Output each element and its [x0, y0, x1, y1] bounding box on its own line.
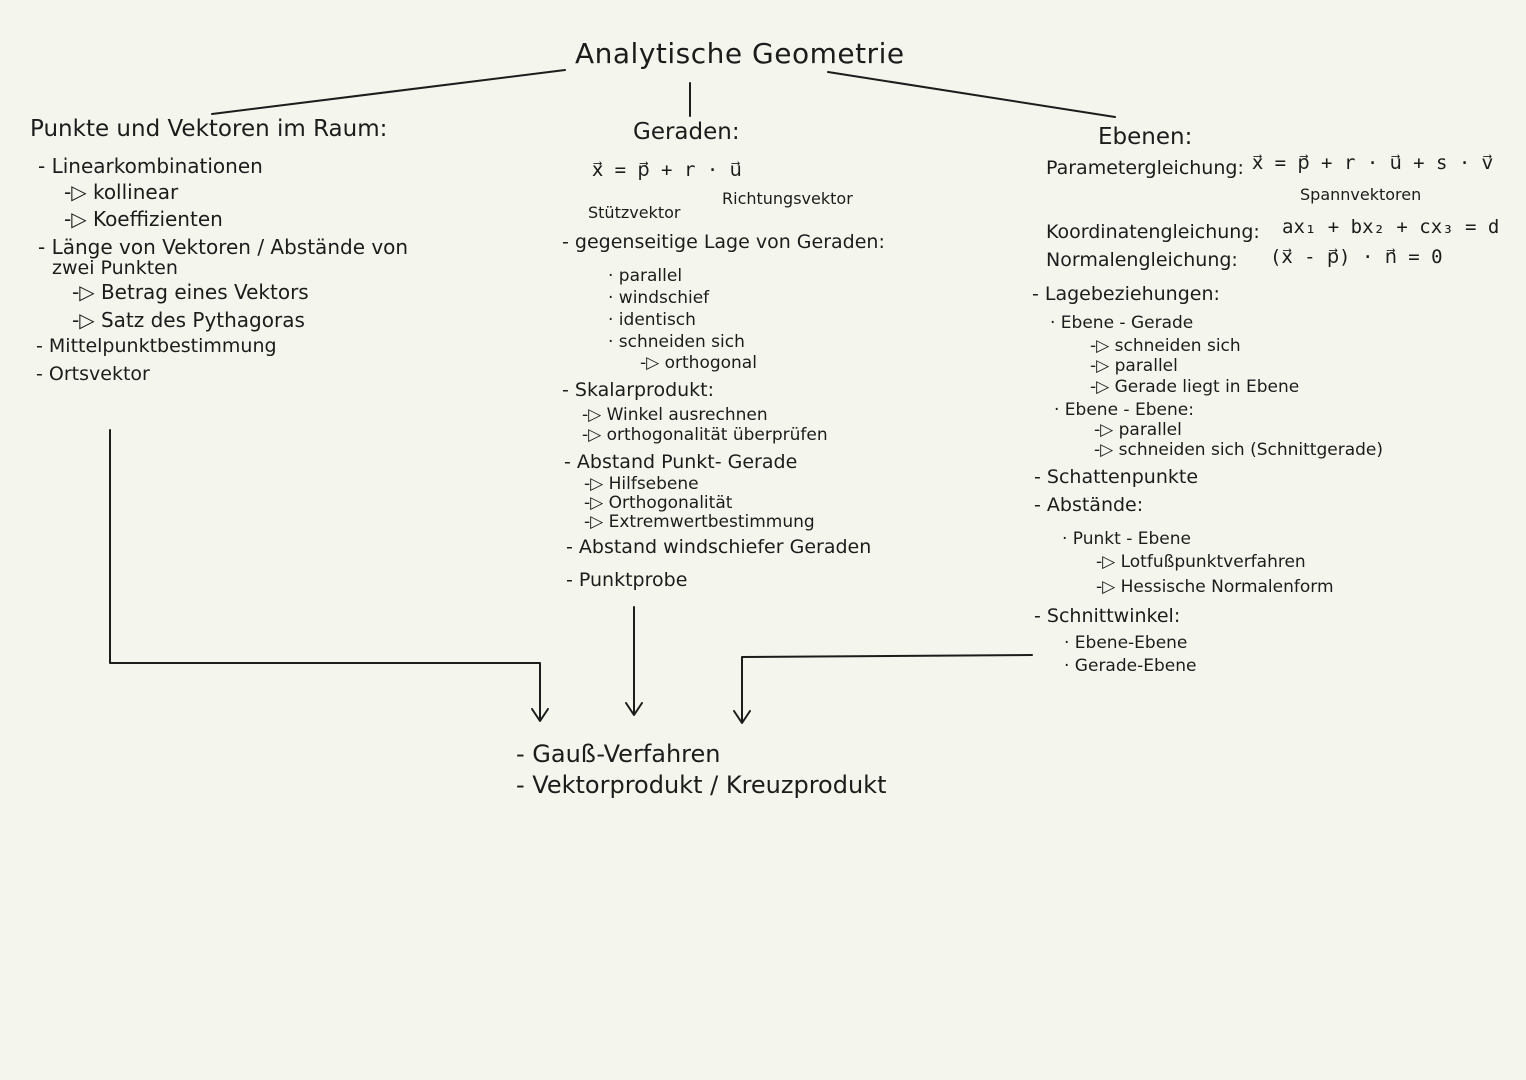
bottom-item: - Vektorprodukt / Kreuzprodukt	[516, 771, 887, 799]
right-to-bottom-arrow	[741, 654, 1033, 723]
left-item: zwei Punkten	[52, 257, 178, 279]
bottom-item: - Gauß-Verfahren	[516, 740, 721, 768]
right-item: -▷ schneiden sich	[1090, 336, 1241, 356]
middle-item: -▷ orthogonalität überprüfen	[582, 425, 828, 445]
middle-arrowhead	[625, 702, 643, 716]
right-arrowhead	[733, 710, 751, 724]
left-heading: Punkte und Vektoren im Raum:	[30, 116, 388, 142]
middle-item: -▷ Hilfsebene	[584, 474, 699, 494]
right-item: · Punkt - Ebene	[1062, 529, 1191, 549]
param-note: Spannvektoren	[1300, 185, 1422, 204]
right-item: · Gerade-Ebene	[1064, 656, 1197, 676]
middle-item: - gegenseitige Lage von Geraden:	[562, 231, 885, 253]
left-item: -▷ kollinear	[64, 180, 179, 204]
middle-item: - Punktprobe	[566, 569, 688, 591]
left-to-bottom-arrow	[109, 429, 541, 721]
right-item: -▷ parallel	[1094, 420, 1182, 440]
title-to-left-line	[211, 69, 566, 115]
right-item: - Lagebeziehungen:	[1032, 283, 1220, 305]
middle-item: · identisch	[608, 310, 696, 330]
right-item: - Schattenpunkte	[1034, 466, 1199, 488]
label-stuetzvektor: Stützvektor	[588, 203, 681, 222]
left-item: -▷ Koeffizienten	[64, 207, 223, 231]
param-formula: x⃗ = p⃗ + r · u⃗ + s · v⃗	[1252, 152, 1494, 174]
main-title: Analytische Geometrie	[575, 37, 905, 70]
right-item: - Abstände:	[1034, 494, 1144, 516]
right-item: · Ebene - Gerade	[1050, 313, 1194, 333]
left-arrowhead	[531, 708, 549, 722]
normal-label: Normalengleichung:	[1046, 249, 1238, 271]
middle-item: -▷ Winkel ausrechnen	[582, 405, 768, 425]
middle-item: - Abstand Punkt- Gerade	[564, 451, 798, 473]
right-item: -▷ Hessische Normalenform	[1096, 577, 1334, 597]
middle-item: -▷ orthogonal	[640, 353, 757, 373]
middle-item: · windschief	[608, 288, 710, 308]
left-item: - Ortsvektor	[36, 363, 150, 385]
middle-item: -▷ Orthogonalität	[584, 493, 733, 513]
line-equation: x⃗ = p⃗ + r · u⃗	[592, 159, 742, 181]
middle-item: - Skalarprodukt:	[562, 379, 715, 401]
right-item: - Schnittwinkel:	[1034, 605, 1181, 627]
right-item: · Ebene - Ebene:	[1054, 400, 1194, 420]
param-label: Parametergleichung:	[1046, 157, 1244, 179]
right-item: -▷ parallel	[1090, 356, 1178, 376]
left-item: -▷ Satz des Pythagoras	[72, 308, 305, 332]
label-richtungsvektor: Richtungsvektor	[722, 189, 853, 208]
right-heading: Ebenen:	[1098, 124, 1193, 150]
left-item: - Mittelpunktbestimmung	[36, 335, 277, 357]
left-item: -▷ Betrag eines Vektors	[72, 280, 309, 304]
right-item: -▷ Lotfußpunktverfahren	[1096, 552, 1306, 572]
middle-heading: Geraden:	[633, 119, 740, 145]
koord-label: Koordinatengleichung:	[1046, 221, 1260, 243]
middle-item: - Abstand windschiefer Geraden	[566, 536, 872, 558]
normal-formula: (x⃗ - p⃗) · n⃗ = 0	[1270, 246, 1443, 268]
right-item: -▷ schneiden sich (Schnittgerade)	[1094, 440, 1383, 460]
koord-formula: ax₁ + bx₂ + cx₃ = d	[1282, 216, 1500, 238]
middle-item: · parallel	[608, 266, 683, 286]
left-item: - Länge von Vektoren / Abstände von	[38, 235, 409, 259]
left-item: - Linearkombinationen	[38, 154, 263, 178]
title-to-right-line	[827, 71, 1116, 118]
right-item: · Ebene-Ebene	[1064, 633, 1188, 653]
middle-item: · schneiden sich	[608, 332, 745, 352]
right-item: -▷ Gerade liegt in Ebene	[1090, 377, 1300, 397]
middle-item: -▷ Extremwertbestimmung	[584, 512, 815, 532]
